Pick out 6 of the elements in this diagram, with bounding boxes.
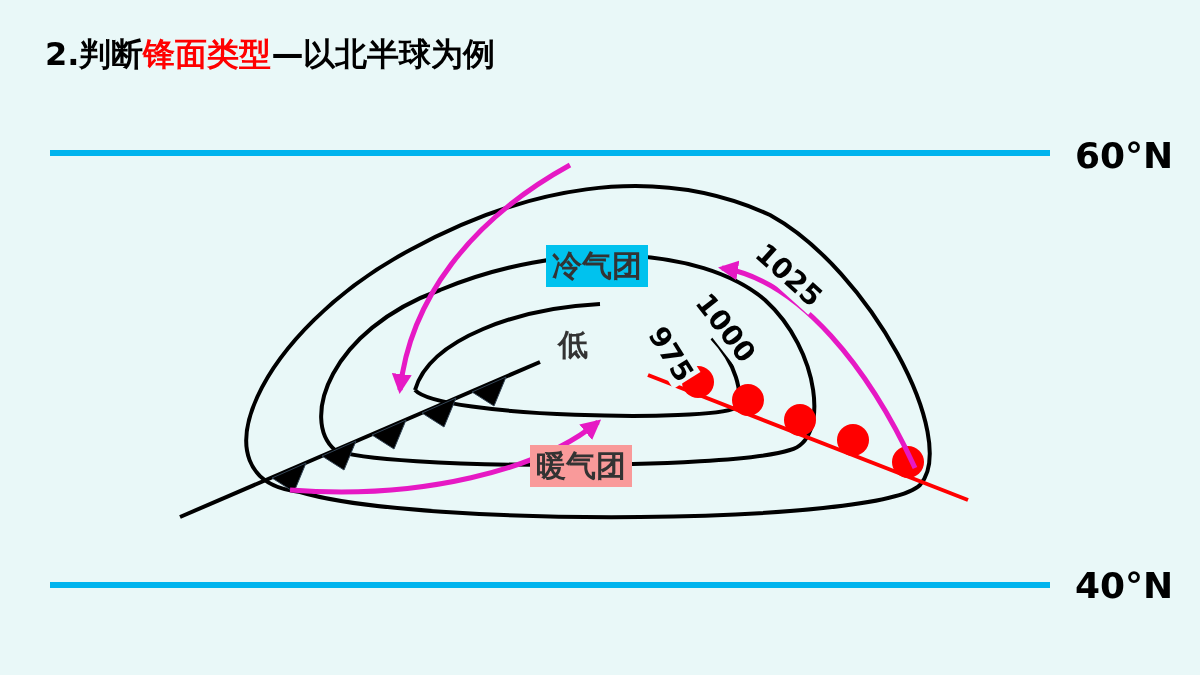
pressure-center-label: 低 (558, 330, 588, 360)
air-mass-label: 冷气团 (546, 245, 648, 287)
air-mass-label: 暖气团 (530, 445, 632, 487)
latitude-label: 40°N (1075, 568, 1174, 604)
slide-title: 2.判断锋面类型—以北半球为例 (45, 38, 496, 70)
latitude-label: 60°N (1075, 138, 1174, 174)
